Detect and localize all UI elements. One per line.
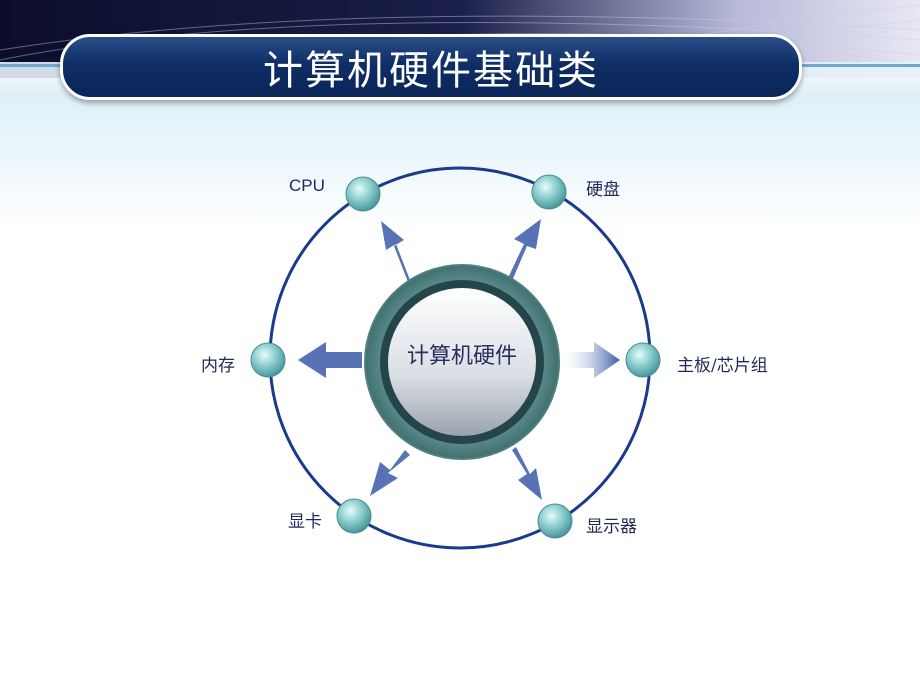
arrow-disk xyxy=(508,219,541,281)
center-hub-inner xyxy=(388,288,536,436)
label-monitor: 显示器 xyxy=(586,517,637,537)
arrow-motherboard xyxy=(558,342,620,378)
label-motherboard: 主板/芯片组 xyxy=(677,356,768,376)
node-gpu xyxy=(336,498,372,534)
arrow-monitor xyxy=(512,447,542,500)
node-disk xyxy=(531,174,567,210)
label-disk: 硬盘 xyxy=(586,180,620,200)
arrow-gpu xyxy=(370,450,410,496)
label-gpu: 显卡 xyxy=(288,512,322,532)
label-cpu: CPU xyxy=(289,176,325,195)
node-monitor xyxy=(537,503,573,539)
slide-title: 计算机硬件基础类 xyxy=(263,48,599,94)
arrow-cpu xyxy=(381,221,410,282)
arrow-memory xyxy=(298,342,362,378)
node-motherboard xyxy=(625,342,661,378)
title-bar: 计算机硬件基础类 xyxy=(60,34,802,100)
center-label: 计算机硬件 xyxy=(406,344,517,369)
label-memory: 内存 xyxy=(201,356,235,376)
node-cpu xyxy=(345,176,381,212)
node-memory xyxy=(250,342,286,378)
